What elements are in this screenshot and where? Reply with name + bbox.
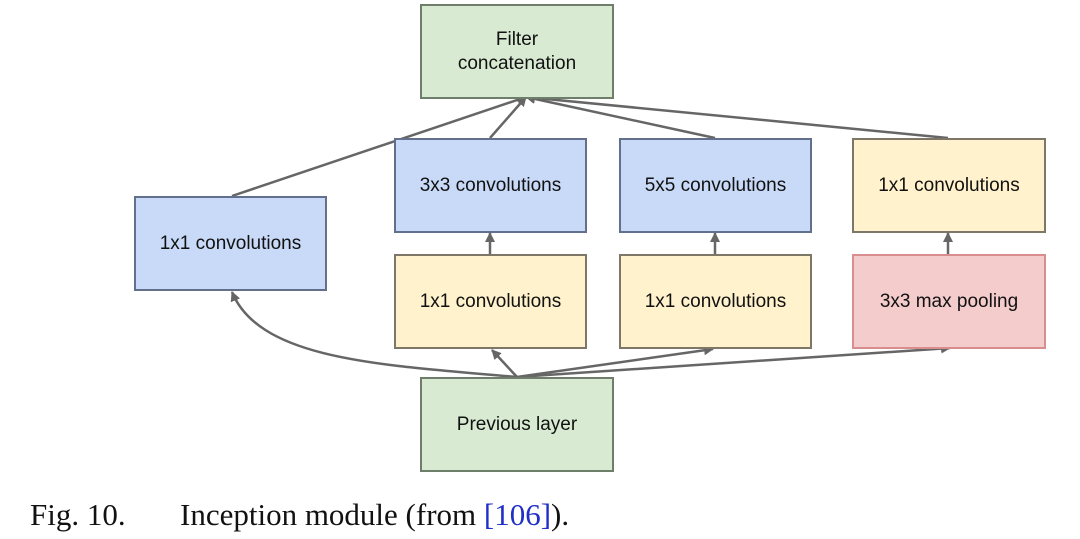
edge-conv5x5-to-concat bbox=[525, 94, 716, 140]
figure-caption: Fig. 10. Inception module (from [106]). bbox=[30, 497, 569, 533]
conv3x3-node: 3x3 convolutions bbox=[394, 138, 587, 233]
conv1x1-before-3x3-label: 1x1 convolutions bbox=[419, 290, 562, 312]
caption-suffix: ). bbox=[551, 497, 570, 532]
figure-number: Fig. 10. bbox=[30, 497, 126, 532]
conv1x1-before-5x5-label: 1x1 convolutions bbox=[644, 290, 787, 312]
conv3x3-label: 3x3 convolutions bbox=[419, 174, 562, 196]
edge-conv3x3-to-concat bbox=[489, 96, 527, 139]
edge-previous-to-maxpool bbox=[516, 343, 951, 379]
edge-conv1x1-pool-to-concat bbox=[525, 92, 949, 140]
previous-layer-label: Previous layer bbox=[456, 413, 578, 435]
conv1x1-left-label: 1x1 convolutions bbox=[159, 232, 302, 254]
edge-previous-to-conv1x1-3x3 bbox=[491, 349, 518, 378]
conv5x5-label: 5x5 convolutions bbox=[644, 174, 787, 196]
conv1x1-pool-node: 1x1 convolutions bbox=[852, 138, 1046, 233]
conv1x1-pool-label: 1x1 convolutions bbox=[878, 174, 1020, 196]
edge-conv1x1-left-to-concat bbox=[231, 95, 527, 198]
conv5x5-node: 5x5 convolutions bbox=[619, 138, 812, 233]
citation-link[interactable]: [106] bbox=[483, 497, 552, 532]
edge-previous-to-conv1x1-left bbox=[230, 291, 518, 379]
caption-text: Inception module (from bbox=[180, 497, 484, 532]
maxpool3x3-node: 3x3 max pooling bbox=[852, 254, 1046, 349]
maxpool3x3-label: 3x3 max pooling bbox=[879, 290, 1019, 312]
edge-previous-to-conv1x1-5x5 bbox=[516, 345, 714, 379]
conv1x1-before-3x3-node: 1x1 convolutions bbox=[394, 254, 587, 349]
conv1x1-before-5x5-node: 1x1 convolutions bbox=[619, 254, 812, 349]
filter-concatenation-node: Filter concatenation bbox=[420, 4, 614, 99]
filter-concatenation-label: Filter concatenation bbox=[457, 28, 577, 74]
conv1x1-left-node: 1x1 convolutions bbox=[134, 196, 327, 291]
previous-layer-node: Previous layer bbox=[420, 377, 614, 472]
